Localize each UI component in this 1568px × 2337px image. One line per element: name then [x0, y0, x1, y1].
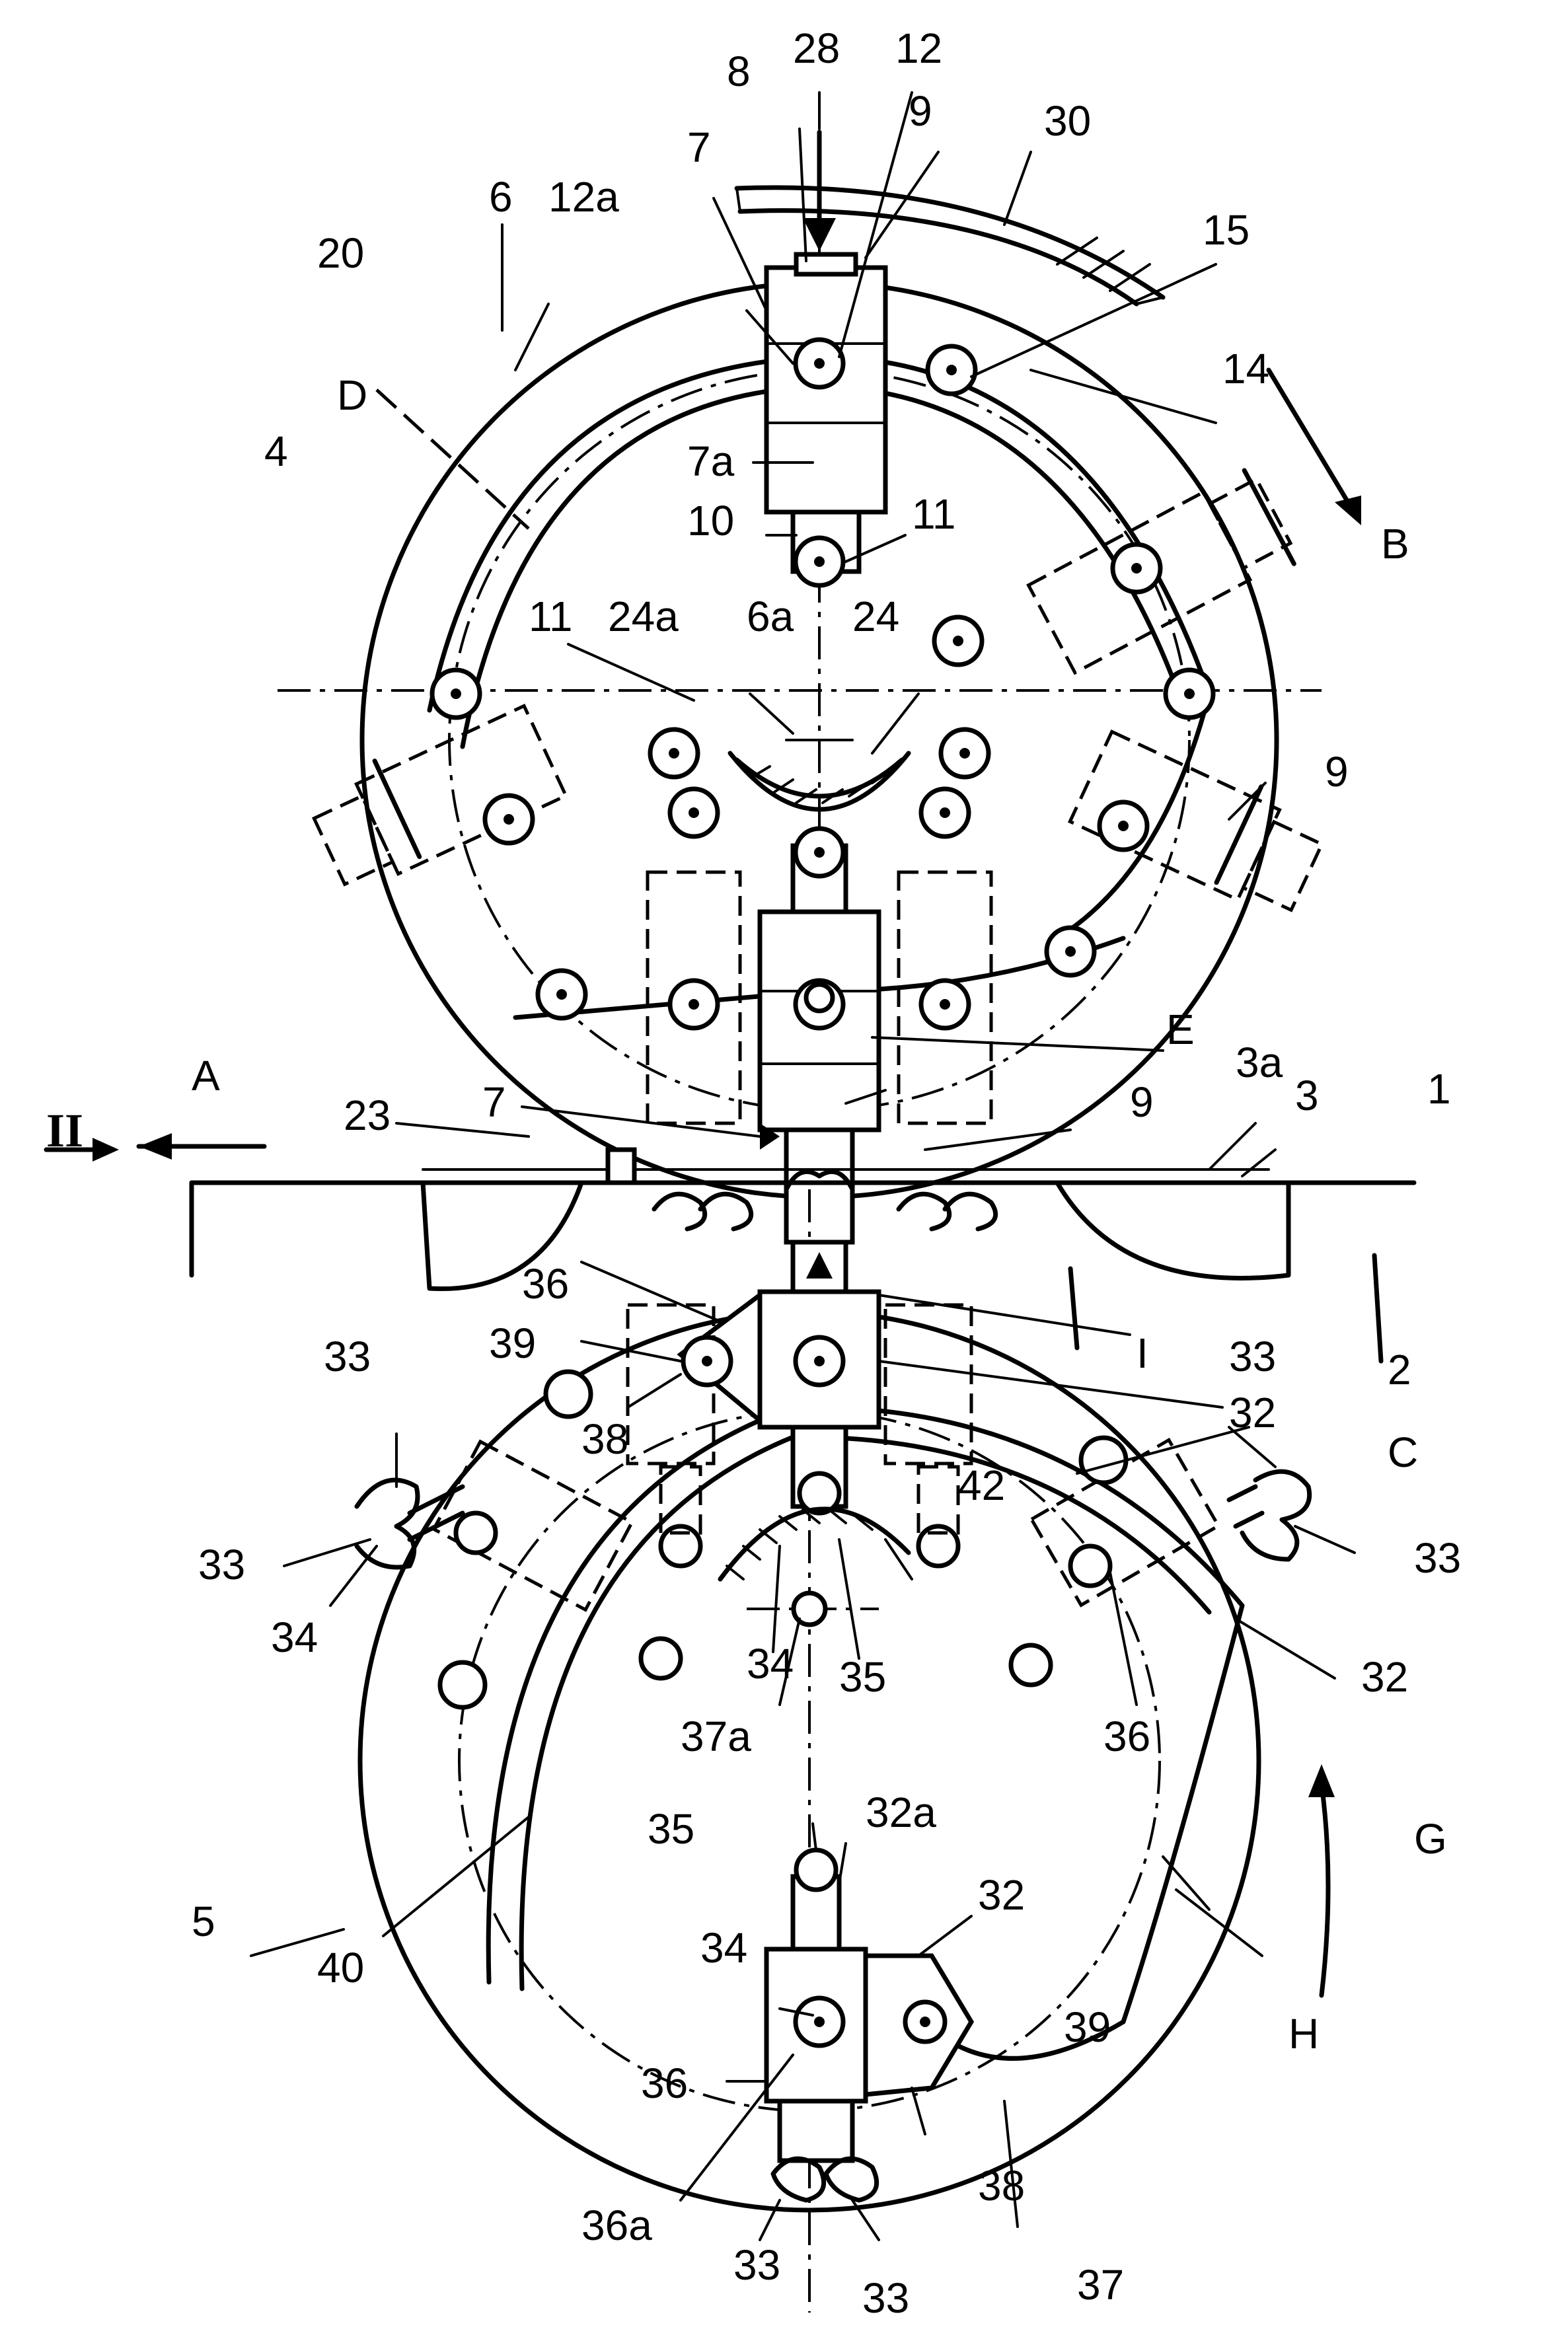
- label-3a: 3a: [1236, 1039, 1283, 1086]
- arrow-G: [1308, 1764, 1335, 1995]
- label-35-bottom: 35: [648, 1805, 694, 1853]
- holder-32-bottom: [766, 1850, 971, 2200]
- label-E: E: [1166, 1006, 1195, 1053]
- label-6a: 6a: [747, 593, 794, 640]
- label-H: H: [1288, 2010, 1319, 2058]
- label-7: 7: [687, 124, 711, 171]
- label-11-mid: 11: [529, 593, 572, 640]
- label-37: 37: [1077, 2261, 1124, 2309]
- label-33-right: 33: [1414, 1534, 1461, 1582]
- label-34-left: 34: [271, 1614, 318, 1661]
- label-20: 20: [317, 229, 364, 277]
- label-7a: 7a: [687, 437, 735, 485]
- label-38-top: 38: [581, 1415, 628, 1463]
- label-32-right: 32: [1361, 1653, 1408, 1701]
- holder-lower-left: [357, 1372, 681, 1707]
- label-36-top: 36: [522, 1260, 569, 1308]
- label-33-topright: 33: [1229, 1333, 1276, 1380]
- die-34-35: [720, 1509, 909, 1579]
- label-12a: 12a: [548, 173, 619, 221]
- label-34-bottom: 34: [700, 1924, 747, 1972]
- label-42: 42: [958, 1462, 1005, 1509]
- label-II: II: [46, 1104, 83, 1157]
- label-39-bottom: 39: [1064, 2003, 1111, 2051]
- holder-lower-right: [1011, 1438, 1310, 1685]
- label-2: 2: [1388, 1346, 1411, 1393]
- label-9: 9: [909, 87, 932, 135]
- reference-labels: 28 12 8 9 30 7 6 12a 15 20 D 14 4 7a 10 …: [46, 24, 1461, 2322]
- label-39-top: 39: [489, 1319, 536, 1367]
- label-A: A: [192, 1052, 220, 1099]
- label-6: 6: [489, 173, 513, 221]
- label-14: 14: [1222, 345, 1269, 392]
- label-G: G: [1414, 1815, 1447, 1863]
- label-33-bottom-left: 33: [733, 2241, 780, 2289]
- label-33-bottom-right: 33: [862, 2274, 909, 2322]
- label-11-top: 11: [912, 490, 955, 538]
- label-D: D: [337, 371, 367, 419]
- label-36a: 36a: [581, 2202, 652, 2249]
- label-40: 40: [317, 1944, 364, 1991]
- label-37a: 37a: [681, 1713, 751, 1760]
- label-23: 23: [344, 1092, 391, 1139]
- label-I: I: [1137, 1329, 1148, 1377]
- arrow-B: [1269, 370, 1361, 525]
- label-24a: 24a: [608, 593, 679, 640]
- label-9-mid: 9: [1130, 1078, 1154, 1126]
- label-33-left: 33: [198, 1541, 245, 1588]
- label-24: 24: [852, 593, 899, 640]
- label-7-mid: 7: [482, 1078, 506, 1126]
- label-32-top: 32: [1229, 1389, 1276, 1436]
- label-1: 1: [1427, 1065, 1451, 1113]
- label-30: 30: [1044, 97, 1091, 145]
- label-28: 28: [793, 24, 840, 72]
- label-36-right: 36: [1103, 1713, 1150, 1760]
- label-36-bottom: 36: [641, 2059, 688, 2107]
- label-38-bottom: 38: [978, 2162, 1025, 2209]
- label-35-mid: 35: [839, 1653, 886, 1701]
- holder-32-top: [628, 1242, 971, 1566]
- label-9-right: 9: [1325, 748, 1349, 796]
- label-32-bottom: 32: [978, 1871, 1025, 1919]
- label-5: 5: [192, 1898, 215, 1945]
- holder-upper-right: [934, 467, 1300, 718]
- label-B: B: [1381, 520, 1409, 568]
- label-12: 12: [895, 24, 942, 72]
- label-33-topleft: 33: [324, 1333, 371, 1380]
- label-34-mid: 34: [747, 1640, 794, 1688]
- label-8: 8: [727, 48, 751, 95]
- label-4: 4: [264, 427, 288, 475]
- label-3: 3: [1295, 1072, 1319, 1119]
- label-15: 15: [1203, 206, 1250, 254]
- label-32a: 32a: [866, 1789, 936, 1836]
- label-10: 10: [687, 497, 734, 544]
- arrow-A: [139, 1133, 264, 1160]
- label-C: C: [1388, 1428, 1418, 1476]
